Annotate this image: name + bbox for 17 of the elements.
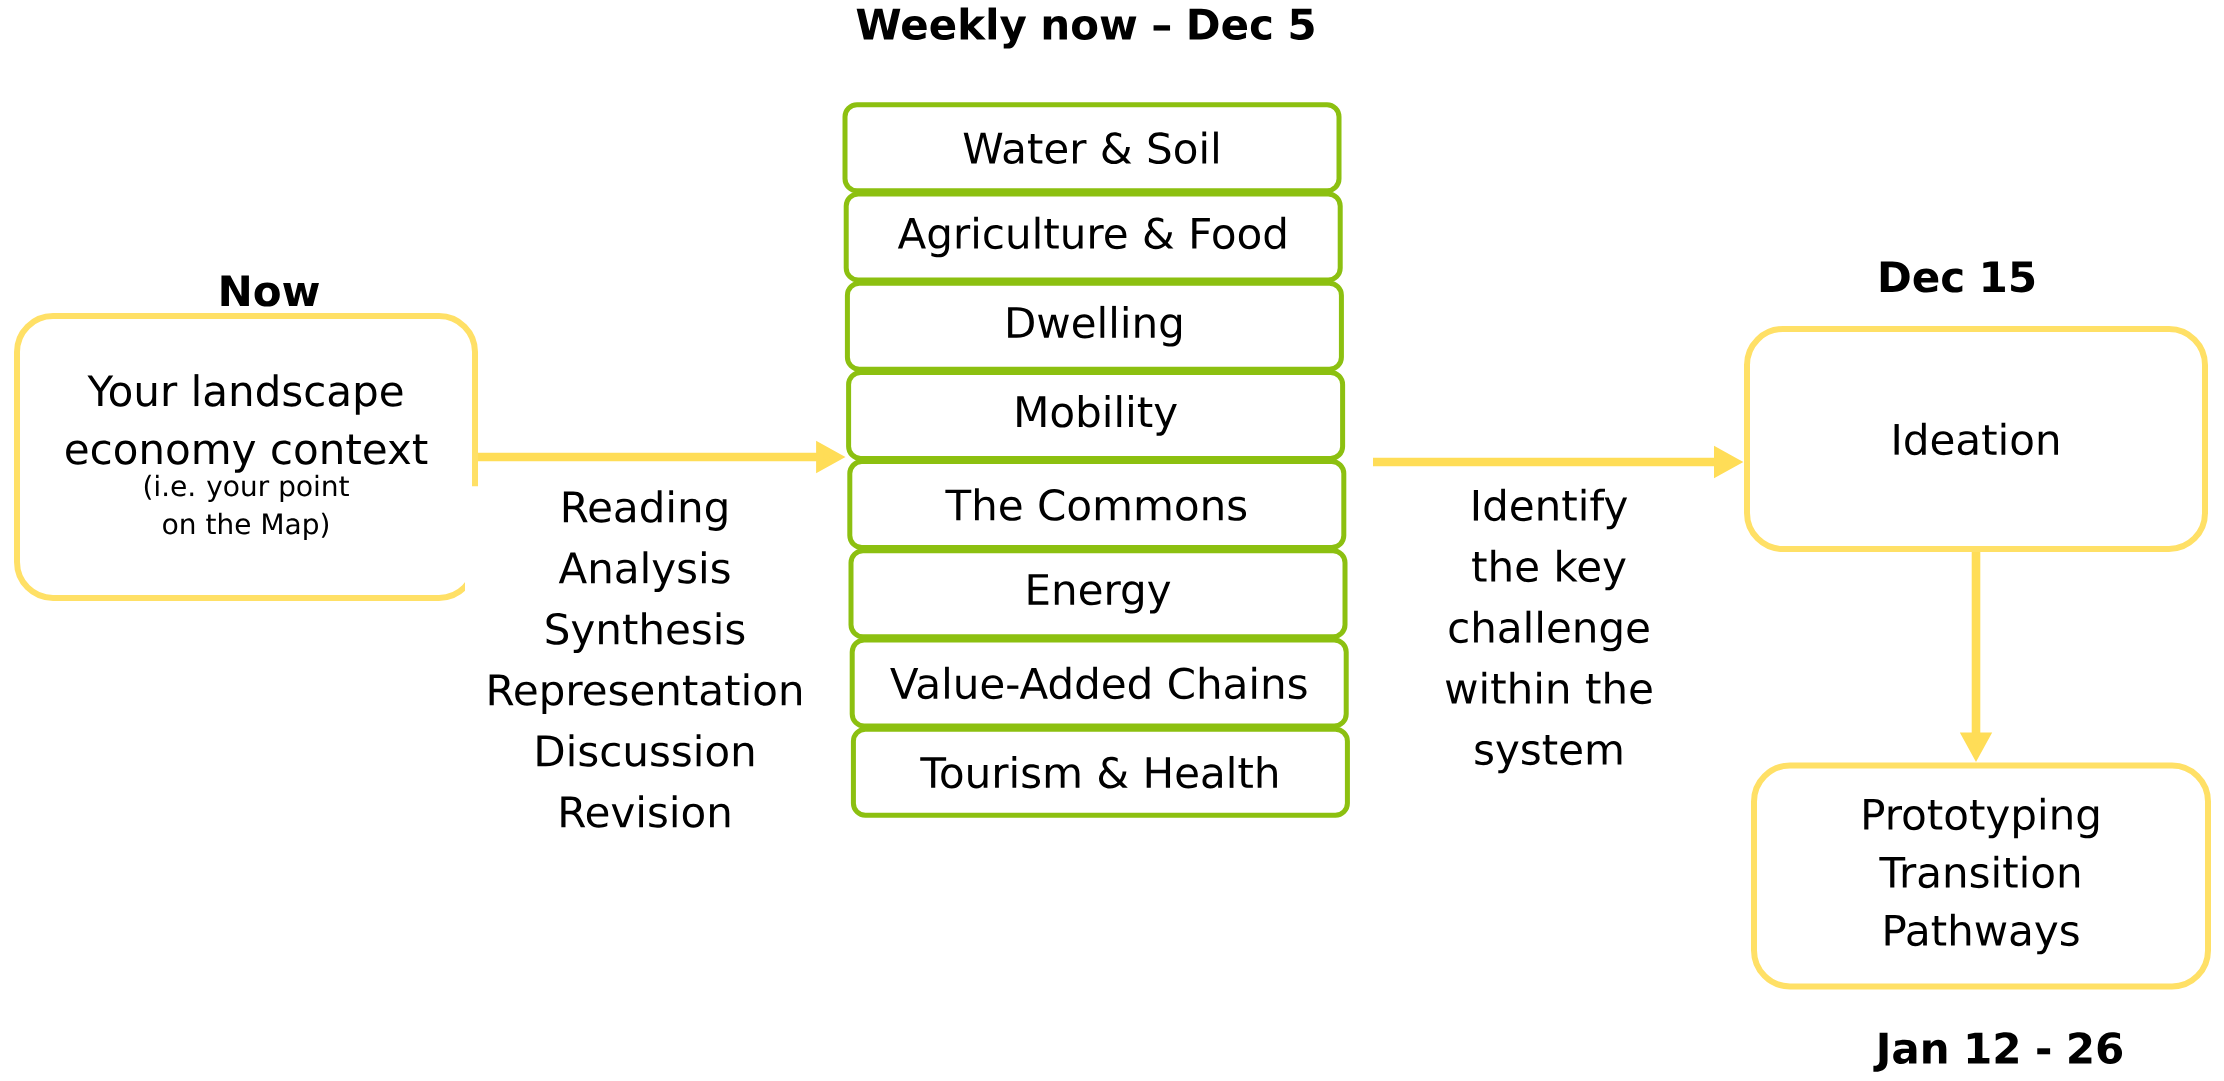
topic-box: Value-Added Chains	[849, 637, 1349, 729]
topic-box: Dwelling	[844, 280, 1344, 372]
date-label: Dec 15	[1880, 261, 2035, 293]
topic-box: Water & Soil	[842, 102, 1342, 194]
title: Weekly now – Dec 5	[856, 7, 1314, 49]
date-label: Jan 12 - 26	[1873, 1032, 2123, 1072]
topic-box: The Commons	[847, 459, 1347, 551]
stage-box: Ideation	[1744, 326, 2208, 552]
stage-box: Prototyping Transition Pathways	[1751, 762, 2211, 990]
stage-box: Your landscape economy context (i.e. your point on the Map)	[14, 313, 478, 601]
date-label: Now	[221, 275, 319, 307]
topic-box: Mobility	[846, 369, 1346, 461]
topic-box: Energy	[848, 548, 1348, 640]
topic-box: Agriculture & Food	[843, 191, 1343, 283]
topic-box: Tourism & Health	[850, 726, 1350, 818]
edge-label: Identify the key challenge within the system	[1433, 484, 1665, 778]
edge-label: Reading Analysis Synthesis Representation Discussion Revision	[465, 486, 825, 832]
